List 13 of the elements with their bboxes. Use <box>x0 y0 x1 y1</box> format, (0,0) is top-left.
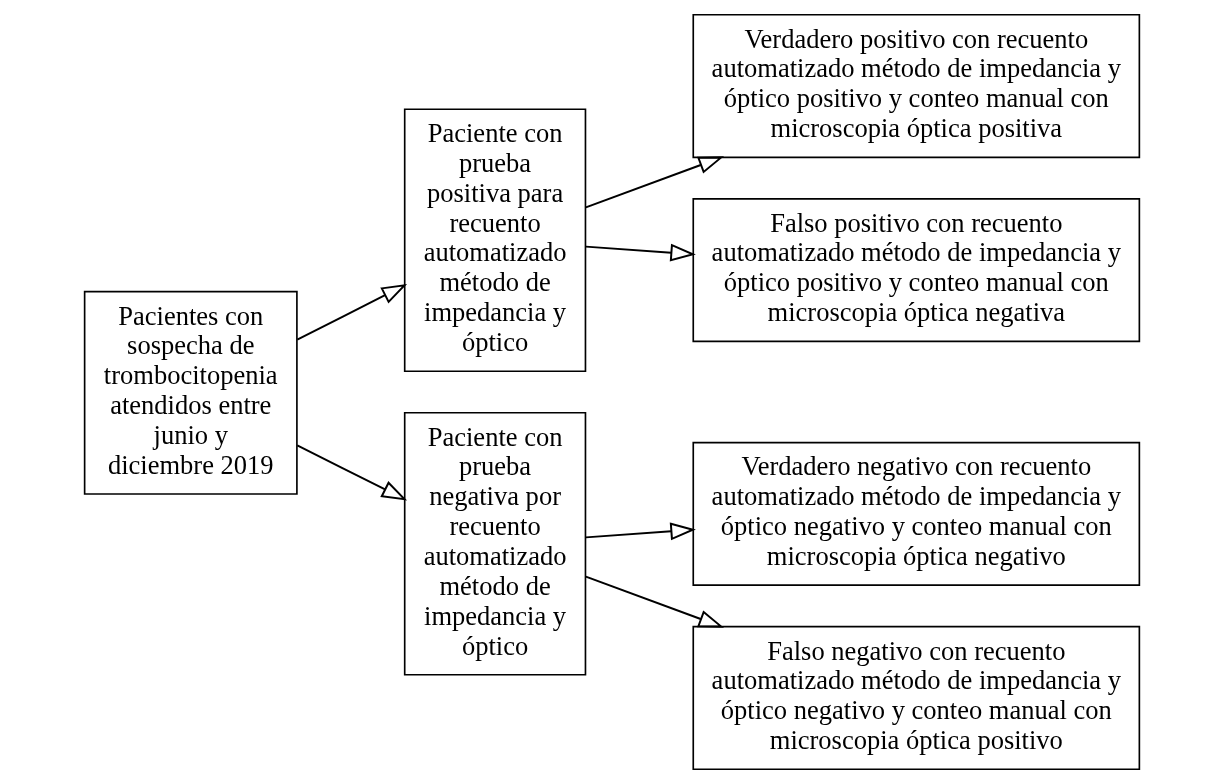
node-box: Verdadero negativo con recuento automatizado método de impedancia y óptico negativo y conteo manual con microscopia óptica negativo <box>692 441 1141 587</box>
node-box: Paciente con prueba positiva para recuento automatizado método de impedancia y óptico <box>403 108 587 373</box>
arrow <box>296 284 408 341</box>
node-box: Verdadero positivo con recuento automatizado método de impedancia y óptico positivo y conteo manual con microscopia óptica positiva <box>692 13 1141 159</box>
node-box: Falso negativo con recuento automatizado método de impedancia y óptico negativo y conteo manual con microscopia óptica positivo <box>692 625 1141 771</box>
arrow <box>584 243 696 262</box>
arrow <box>584 575 725 628</box>
node-box: Paciente con prueba negativa por recuento automatizado método de impedancia y óptico <box>403 411 587 676</box>
node-box: Pacientes con sospecha de trombocitopenia atendidos entre junio y diciembre 2019 <box>83 290 298 495</box>
arrow <box>584 522 696 541</box>
arrow <box>584 156 725 209</box>
node-box: Falso positivo con recuento automatizado método de impedancia y óptico positivo y conteo manual con microscopia óptica negativa <box>692 197 1141 343</box>
arrow <box>296 444 408 501</box>
